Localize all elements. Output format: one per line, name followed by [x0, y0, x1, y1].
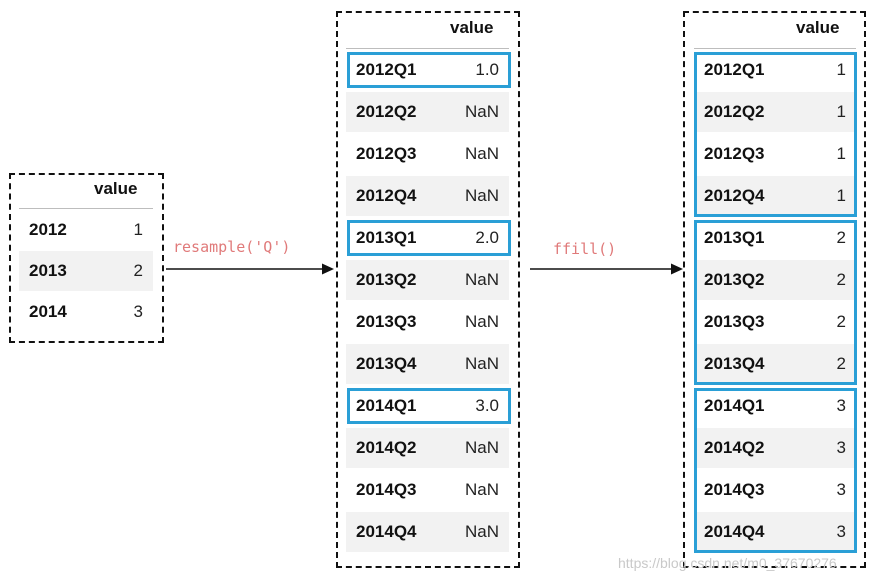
row-value: 2: [133, 261, 143, 280]
table-row: 2014Q2 3: [694, 428, 856, 468]
table-row: 2013Q3 2: [694, 302, 856, 342]
table-row: 2013Q2 2: [694, 260, 856, 300]
row-value: 3: [836, 522, 846, 541]
row-key: 2013Q2: [704, 270, 765, 289]
row-key: 2012Q4: [704, 186, 765, 205]
row-key: 2012Q4: [356, 186, 417, 205]
year-group-highlight-box: [694, 220, 857, 385]
row-value: 2: [836, 354, 846, 373]
table-row: 2014 3: [19, 292, 153, 332]
resample-operation-label: resample('Q'): [173, 238, 291, 256]
row-key: 2012: [29, 220, 67, 239]
row-value: 3: [836, 480, 846, 499]
year-group-highlight-box: [694, 388, 857, 553]
q1-highlight-box: [347, 52, 511, 88]
row-key: 2013Q3: [704, 312, 765, 331]
table-row: 2012Q2 NaN: [346, 92, 509, 132]
row-value: NaN: [464, 270, 499, 289]
row-key: 2014Q4: [704, 522, 765, 541]
row-key: 2013Q1: [356, 228, 417, 247]
row-key: 2014Q2: [356, 438, 417, 457]
ffill-operation-label: ffill(): [553, 240, 617, 258]
yearly-table-header-rule: [19, 208, 153, 209]
resampled-table-header: value: [450, 18, 494, 37]
row-key: 2014Q3: [704, 480, 765, 499]
row-value: 1: [836, 144, 846, 163]
row-value: NaN: [464, 480, 499, 499]
row-key: 2014Q2: [704, 438, 765, 457]
table-row: 2014Q1 3: [694, 386, 856, 426]
filled-table-header-rule: [694, 48, 856, 49]
table-row: 2014Q3 3: [694, 470, 856, 510]
table-row: 2014Q1 3.0: [346, 386, 509, 426]
table-row: 2014Q2 NaN: [346, 428, 509, 468]
row-value: 1: [133, 220, 143, 239]
filled-table-header: value: [796, 18, 840, 37]
row-value: NaN: [464, 186, 499, 205]
table-row: 2012Q4 1: [694, 176, 856, 216]
table-row: 2013Q3 NaN: [346, 302, 509, 342]
row-key: 2012Q1: [356, 60, 417, 79]
row-key: 2014Q1: [356, 396, 417, 415]
row-value: 3: [133, 302, 143, 321]
table-row: 2014Q4 NaN: [346, 512, 509, 552]
year-group-highlight-box: [694, 52, 857, 217]
row-key: 2012Q3: [704, 144, 765, 163]
row-key: 2013Q4: [704, 354, 765, 373]
q1-highlight-box: [347, 220, 511, 256]
resampled-table-header-rule: [346, 48, 509, 49]
yearly-table-header: value: [94, 179, 138, 198]
row-value: NaN: [464, 354, 499, 373]
table-row: 2012Q3 NaN: [346, 134, 509, 174]
row-key: 2012Q3: [356, 144, 417, 163]
row-key: 2014Q3: [356, 480, 417, 499]
row-value: 1.0: [475, 60, 499, 79]
row-key: 2013Q4: [356, 354, 417, 373]
row-key: 2014: [29, 302, 67, 321]
row-key: 2012Q1: [704, 60, 765, 79]
resample-arrow: [166, 263, 334, 275]
q1-highlight-box: [347, 388, 511, 424]
row-value: 3: [836, 396, 846, 415]
row-value: 3.0: [475, 396, 499, 415]
row-key: 2013: [29, 261, 67, 280]
row-value: NaN: [464, 312, 499, 331]
row-key: 2012Q2: [356, 102, 417, 121]
row-value: 3: [836, 438, 846, 457]
table-row: 2013Q1 2.0: [346, 218, 509, 258]
row-value: NaN: [464, 144, 499, 163]
table-row: 2013Q4 2: [694, 344, 856, 384]
row-value: 1: [836, 60, 846, 79]
table-row: 2014Q3 NaN: [346, 470, 509, 510]
row-value: NaN: [464, 522, 499, 541]
table-row: 2013 2: [19, 251, 153, 291]
row-key: 2013Q2: [356, 270, 417, 289]
table-row: 2012Q4 NaN: [346, 176, 509, 216]
row-key: 2014Q1: [704, 396, 765, 415]
table-row: 2012 1: [19, 210, 153, 250]
table-row: 2014Q4 3: [694, 512, 856, 552]
row-key: 2013Q1: [704, 228, 765, 247]
row-value: 2.0: [475, 228, 499, 247]
watermark: https://blog.csdn.net/m0_37670276: [618, 555, 837, 571]
row-value: NaN: [464, 438, 499, 457]
row-value: 2: [836, 228, 846, 247]
row-key: 2012Q2: [704, 102, 765, 121]
table-row: 2012Q1 1: [694, 50, 856, 90]
table-row: 2012Q1 1.0: [346, 50, 509, 90]
row-value: NaN: [464, 102, 499, 121]
row-key: 2014Q4: [356, 522, 417, 541]
table-row: 2012Q2 1: [694, 92, 856, 132]
table-row: 2013Q1 2: [694, 218, 856, 258]
row-value: 2: [836, 312, 846, 331]
row-value: 1: [836, 102, 846, 121]
ffill-arrow: [530, 263, 683, 275]
row-value: 2: [836, 270, 846, 289]
table-row: 2012Q3 1: [694, 134, 856, 174]
row-value: 1: [836, 186, 846, 205]
table-row: 2013Q2 NaN: [346, 260, 509, 300]
table-row: 2013Q4 NaN: [346, 344, 509, 384]
row-key: 2013Q3: [356, 312, 417, 331]
